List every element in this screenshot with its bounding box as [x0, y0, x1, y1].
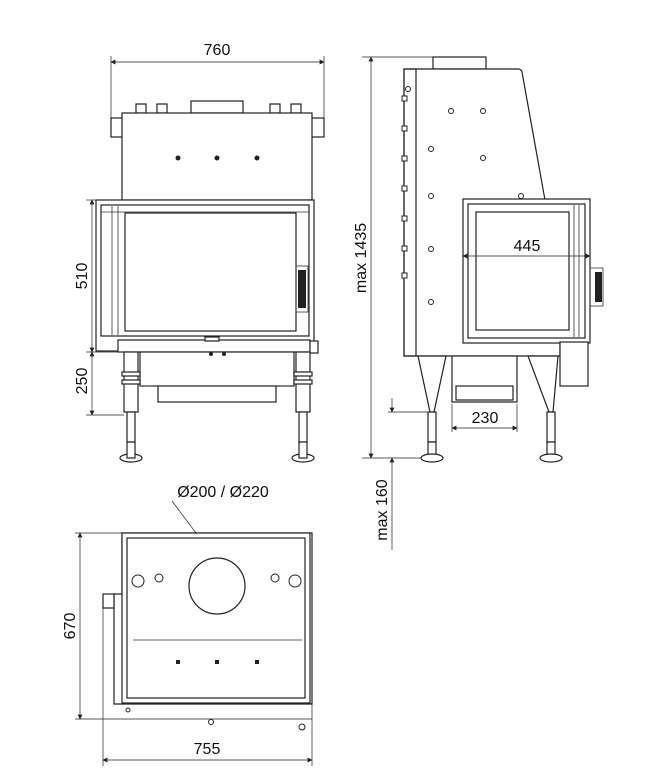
flue-diameter-label: Ø200 / Ø220 [177, 484, 269, 501]
side-leg-spacing-label: 230 [472, 410, 499, 427]
front-door-handle [298, 270, 306, 308]
side-leg-spacing-dimension: 230 [451, 404, 518, 432]
front-width-label: 760 [204, 42, 231, 59]
front-flue-collar [190, 100, 244, 114]
side-door-width-label: 445 [514, 238, 541, 255]
front-leg-height-dimension: 250 [74, 351, 124, 416]
front-door-height-label: 510 [74, 263, 91, 290]
side-leg-adjust-label: max 160 [374, 479, 391, 540]
side-door-width-dimension: 445 [462, 238, 591, 259]
top-depth-label: 670 [62, 613, 79, 640]
side-leg-adjust-dimension: max 160 [374, 398, 430, 550]
front-base-plate [117, 339, 311, 353]
front-right-leg [291, 351, 315, 463]
side-right-leg [527, 355, 563, 463]
top-lug [290, 103, 302, 114]
top-view: Ø200 / Ø220 670 755 [62, 484, 313, 766]
top-width-label: 755 [194, 741, 221, 758]
front-leg-height-label: 250 [74, 368, 91, 395]
side-flue-collar [432, 56, 487, 70]
top-width-dimension: 755 [102, 608, 313, 766]
side-view: max 1435 445 [353, 56, 604, 550]
top-lug [269, 103, 281, 114]
front-view: 760 [74, 42, 325, 463]
front-door-outer [100, 204, 310, 337]
front-width-dimension: 760 [110, 42, 325, 137]
side-left-leg [417, 355, 447, 463]
top-lug [135, 103, 147, 114]
front-lower-box [139, 351, 295, 387]
top-lug [156, 103, 168, 114]
front-door-frame [95, 199, 315, 352]
front-left-leg [119, 351, 143, 463]
side-total-height-label: max 1435 [353, 223, 370, 293]
side-door-glass [475, 211, 570, 331]
side-door-handle [595, 272, 602, 302]
top-depth-dimension: 670 [62, 532, 312, 720]
top-flue-opening [188, 557, 246, 615]
side-door-frame [462, 198, 591, 344]
front-ash-tray [157, 385, 277, 403]
